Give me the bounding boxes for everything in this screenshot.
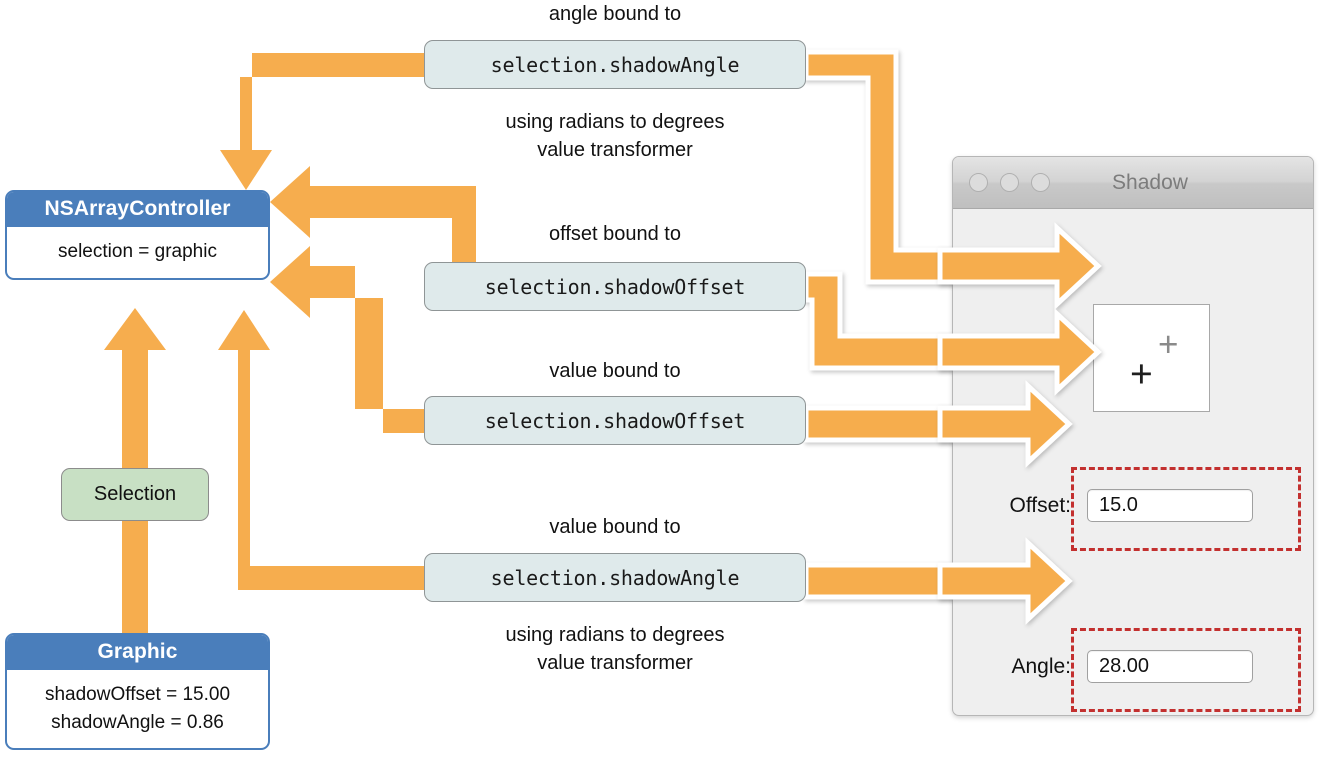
arrow-anglebot-to-controller — [218, 310, 424, 590]
keypath-pill-angle-value[interactable]: selection.shadowAngle — [424, 553, 806, 602]
selection-badge: Selection — [61, 468, 209, 521]
shadow-marker-icon: + — [1158, 325, 1179, 364]
primary-marker-icon: + — [1130, 353, 1153, 396]
graphic-box: Graphic shadowOffset = 15.00 shadowAngle… — [5, 633, 270, 751]
close-button-icon[interactable] — [969, 173, 988, 192]
shadow-window: Shadow + + Offset: 15.0 Angle: 28.00 — [952, 156, 1314, 716]
caption-angle-value-transformer: using radians to degrees value transform… — [424, 621, 806, 678]
arrow-offset2-to-controller — [270, 246, 424, 433]
caption-angle-transformer: using radians to degrees value transform… — [424, 108, 806, 165]
angle-input[interactable]: 28.00 — [1087, 650, 1253, 683]
angle-field-label: Angle: — [1011, 654, 1071, 678]
caption-angle-transformer-line2: value transformer — [537, 139, 693, 162]
caption-value-bound-to-offset: value bound to — [549, 360, 681, 382]
angle-field-row: Angle: 28.00 — [987, 650, 1253, 683]
nsarraycontroller-body: selection = graphic — [58, 241, 217, 262]
window-content: + + Offset: 15.0 Angle: 28.00 — [953, 209, 1313, 715]
keypath-pill-offset-value[interactable]: selection.shadowOffset — [424, 396, 806, 445]
arrow-angle-to-controller — [220, 53, 424, 190]
angle-highlight-box — [1071, 628, 1301, 712]
caption-angle-value-transformer-line1: using radians to degrees — [505, 624, 725, 646]
offset-highlight-box — [1071, 467, 1301, 551]
caption-offset-bound-to: offset bound to — [549, 223, 681, 245]
window-titlebar[interactable]: Shadow — [953, 157, 1313, 209]
graphic-header: Graphic — [7, 635, 268, 670]
nsarraycontroller-header: NSArrayController — [7, 192, 268, 227]
keypath-pill-offset-bound[interactable]: selection.shadowOffset — [424, 262, 806, 311]
keypath-pill-angle-top[interactable]: selection.shadowAngle — [424, 40, 806, 89]
caption-angle-bound-to: angle bound to — [548, 3, 682, 25]
offset-field-row: Offset: 15.0 — [987, 489, 1253, 522]
zoom-button-icon[interactable] — [1031, 173, 1050, 192]
caption-angle-transformer-line1: using radians to degrees — [505, 111, 725, 133]
caption-value-bound-to-angle: value bound to — [549, 516, 681, 538]
graphic-shadowoffset-line: shadowOffset = 15.00 — [44, 684, 231, 705]
offset-input[interactable]: 15.0 — [1087, 489, 1253, 522]
nsarraycontroller-box: NSArrayController selection = graphic — [5, 190, 270, 280]
caption-angle-value-transformer-line2: value transformer — [537, 652, 693, 675]
shadow-preview-canvas[interactable]: + + — [1093, 304, 1210, 412]
minimize-button-icon[interactable] — [1000, 173, 1019, 192]
graphic-body: shadowOffset = 15.00 shadowAngle = 0.86 — [7, 670, 268, 748]
arrow-offset1-to-controller — [270, 166, 476, 299]
offset-field-label: Offset: — [1009, 493, 1071, 517]
graphic-shadowangle-line: shadowAngle = 0.86 — [51, 711, 224, 733]
window-title: Shadow — [1112, 170, 1188, 194]
